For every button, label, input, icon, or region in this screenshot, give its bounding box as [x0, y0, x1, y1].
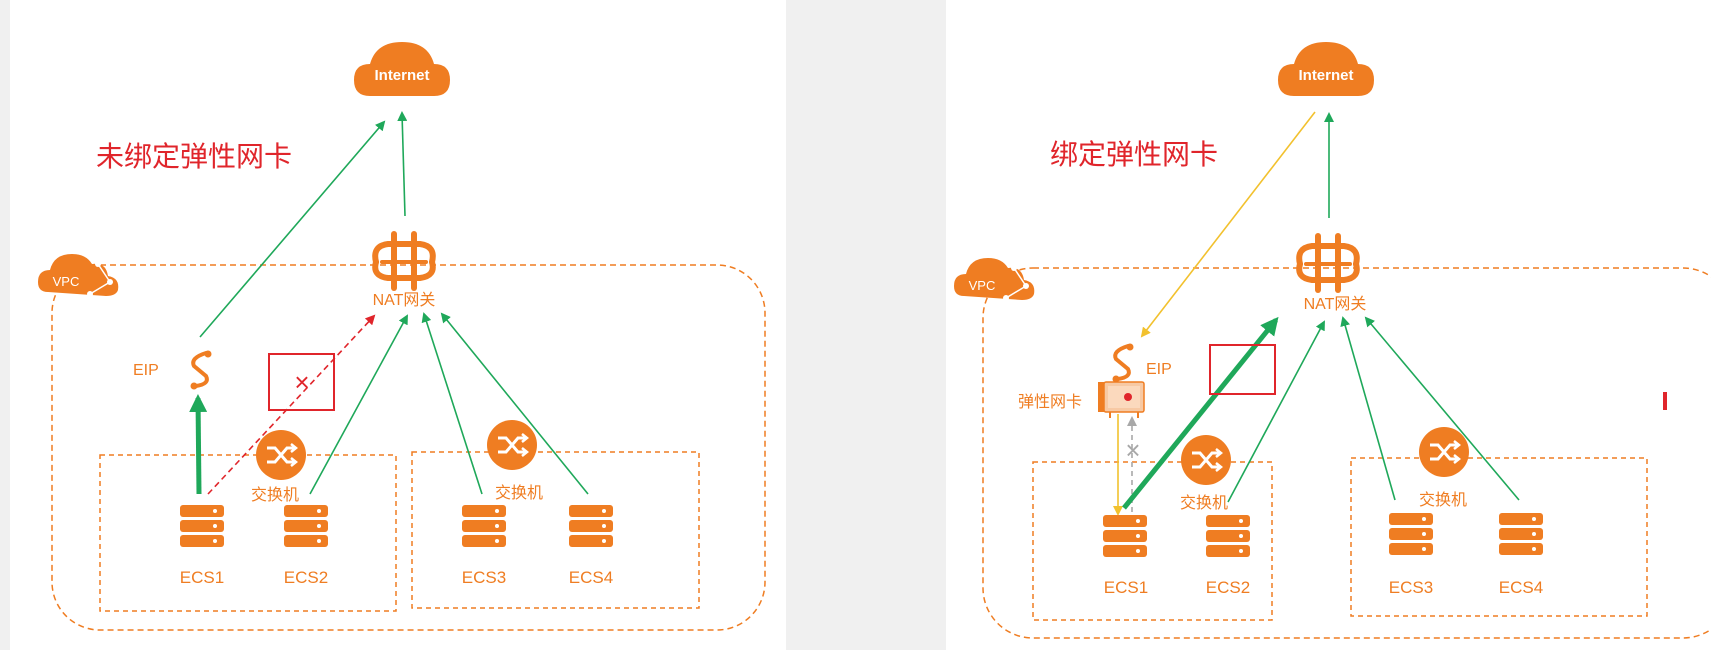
diagram-panel-bound: Internet VPC NAT网关 绑定弹性网卡 EIP 弹性网卡: [946, 0, 1711, 650]
diagram-title: 绑定弹性网卡: [1050, 139, 1218, 170]
internet-label: Internet: [374, 67, 429, 84]
vpc-cloud-icon: [954, 258, 1035, 301]
switch-b-label: 交换机: [495, 484, 543, 502]
server-icon: [569, 505, 613, 547]
arrow-ecs4-to-nat: [440, 312, 589, 495]
blocked-highlight-box: [268, 353, 335, 411]
blocked-mark: ×: [294, 367, 309, 397]
vpc-cloud-icon: [38, 254, 119, 297]
internet-cloud-icon: [1278, 42, 1374, 96]
server-icon: [1389, 513, 1433, 555]
eip-label: EIP: [1146, 361, 1172, 378]
switch-icon: [1419, 427, 1469, 477]
switch-icon: [256, 430, 306, 480]
vpc-boundary: [51, 264, 766, 631]
arrow-ecs2-to-nat: [1227, 320, 1325, 503]
vpc-label: VPC: [969, 278, 996, 293]
subnet-b: [1350, 457, 1648, 617]
diagram-unbound: Internet VPC NAT网关 未绑定弹性网卡 EIP ×: [38, 42, 766, 631]
subnet-b: [411, 451, 700, 609]
server-icon: [284, 505, 328, 547]
arrow-ecs3-to-nat: [1340, 316, 1396, 501]
blocked-mark: ×: [1125, 435, 1140, 465]
switch-b-label: 交换机: [1419, 491, 1467, 509]
nat-gateway-icon: [1296, 233, 1360, 293]
diagram-bound: Internet VPC NAT网关 绑定弹性网卡 EIP 弹性网卡: [954, 42, 1711, 639]
arrow-ecs4-to-nat: [1364, 316, 1520, 501]
ecs4-label: ECS4: [569, 568, 613, 587]
ecs1-label: ECS1: [180, 568, 224, 587]
diagram-panel-unbound: Internet VPC NAT网关 未绑定弹性网卡 EIP ×: [10, 0, 786, 650]
arrow-ecs1-to-nat: [1122, 316, 1279, 510]
server-icon: [180, 505, 224, 547]
switch-a-label: 交换机: [1180, 494, 1228, 512]
switch-icon: [1181, 435, 1231, 485]
server-icon: [1206, 515, 1250, 557]
highlight-box: [1209, 344, 1276, 395]
arrow-eip-to-internet: [199, 120, 386, 338]
arrow-ecs2-to-nat: [309, 314, 408, 495]
eip-icon: [190, 350, 212, 390]
diagram-title: 未绑定弹性网卡: [96, 141, 292, 172]
arrow-ecs3-to-nat: [421, 312, 483, 495]
nat-label: NAT网关: [1304, 295, 1367, 313]
internet-cloud-icon: [354, 42, 450, 96]
network-card-icon: [1098, 381, 1145, 418]
arrow-internet-to-eip: [1140, 111, 1316, 338]
eip-label: EIP: [133, 362, 159, 379]
server-icon: [462, 505, 506, 547]
ecs2-label: ECS2: [284, 568, 328, 587]
ecs1-label: ECS1: [1104, 578, 1148, 597]
switch-icon: [487, 420, 537, 470]
subnet-a: [1032, 461, 1273, 621]
vpc-boundary: [982, 267, 1711, 639]
server-icon: [1103, 515, 1147, 557]
arrow-nat-to-internet: [397, 111, 408, 217]
eni-label: 弹性网卡: [1018, 393, 1082, 411]
ecs2-label: ECS2: [1206, 578, 1250, 597]
arrow-ecs1-to-eip: [189, 394, 208, 495]
ecs3-label: ECS3: [1389, 578, 1433, 597]
eip-icon: [1112, 343, 1134, 383]
vpc-label: VPC: [53, 274, 80, 289]
arrow-ecs1-to-nat-blocked: [207, 314, 376, 495]
nat-label: NAT网关: [373, 291, 436, 309]
switch-a-label: 交换机: [251, 486, 299, 504]
edge-marker: [1663, 392, 1667, 410]
nat-gateway-icon: [372, 231, 436, 291]
subnet-a: [99, 454, 397, 612]
ecs3-label: ECS3: [462, 568, 506, 587]
internet-label: Internet: [1298, 67, 1353, 84]
server-icon: [1499, 513, 1543, 555]
ecs4-label: ECS4: [1499, 578, 1543, 597]
